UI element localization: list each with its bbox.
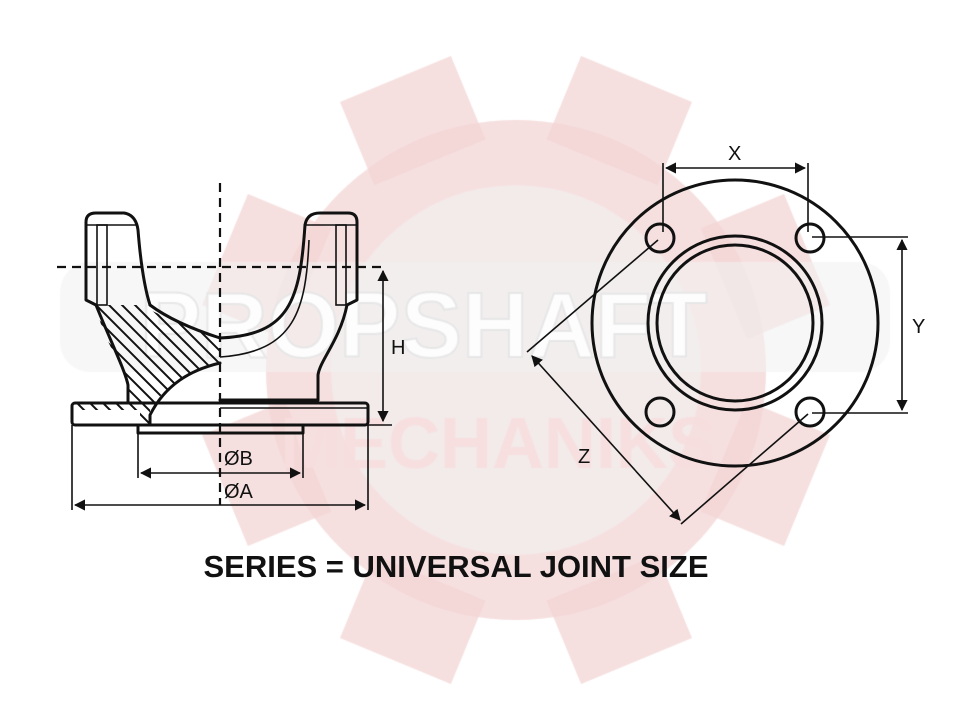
- hatch-line: [0, 290, 49, 440]
- hatch-line: [72, 305, 89, 425]
- bolt-hole: [794, 222, 826, 254]
- hatch-line: [354, 290, 504, 440]
- hatch-line: [93, 305, 220, 425]
- hatch-line: [72, 305, 76, 425]
- bolt-hole: [794, 396, 826, 428]
- hatch-line: [341, 290, 491, 440]
- dimension-label-h: H: [391, 337, 405, 359]
- hatch-line: [210, 305, 220, 425]
- caption: SERIES = UNIVERSAL JOINT SIZE: [203, 549, 709, 584]
- dimension-label-b: ØB: [224, 448, 253, 470]
- dimension-label-y: Y: [912, 316, 925, 338]
- hatch-line: [72, 305, 115, 425]
- hatch-line: [250, 290, 400, 440]
- flange-front-view: X Y Z: [526, 143, 925, 525]
- section-hatch: [0, 290, 504, 440]
- hatch-line: [289, 290, 439, 440]
- hatch-line: [72, 305, 141, 425]
- hatch-line: [0, 290, 23, 440]
- hatch-line: [237, 290, 387, 440]
- hatch-line: [276, 290, 426, 440]
- yoke-side-view: H ØB ØA: [0, 183, 504, 511]
- hatch-line: [72, 305, 128, 425]
- dimension-label-a: ØA: [224, 481, 254, 503]
- hatch-line: [106, 305, 220, 425]
- hatch-line: [328, 290, 478, 440]
- hatch-line: [0, 290, 62, 440]
- hatch-line: [224, 290, 374, 440]
- bolt-hole: [644, 222, 676, 254]
- hatch-line: [315, 290, 465, 440]
- hatch-line: [0, 290, 36, 440]
- bolt-hole: [644, 396, 676, 428]
- dimension-label-z: Z: [578, 446, 590, 468]
- hatch-line: [302, 290, 452, 440]
- hatch-line: [0, 290, 10, 440]
- dimension-label-x: X: [728, 143, 741, 165]
- hatch-line: [72, 305, 102, 425]
- hatch-line: [119, 305, 220, 425]
